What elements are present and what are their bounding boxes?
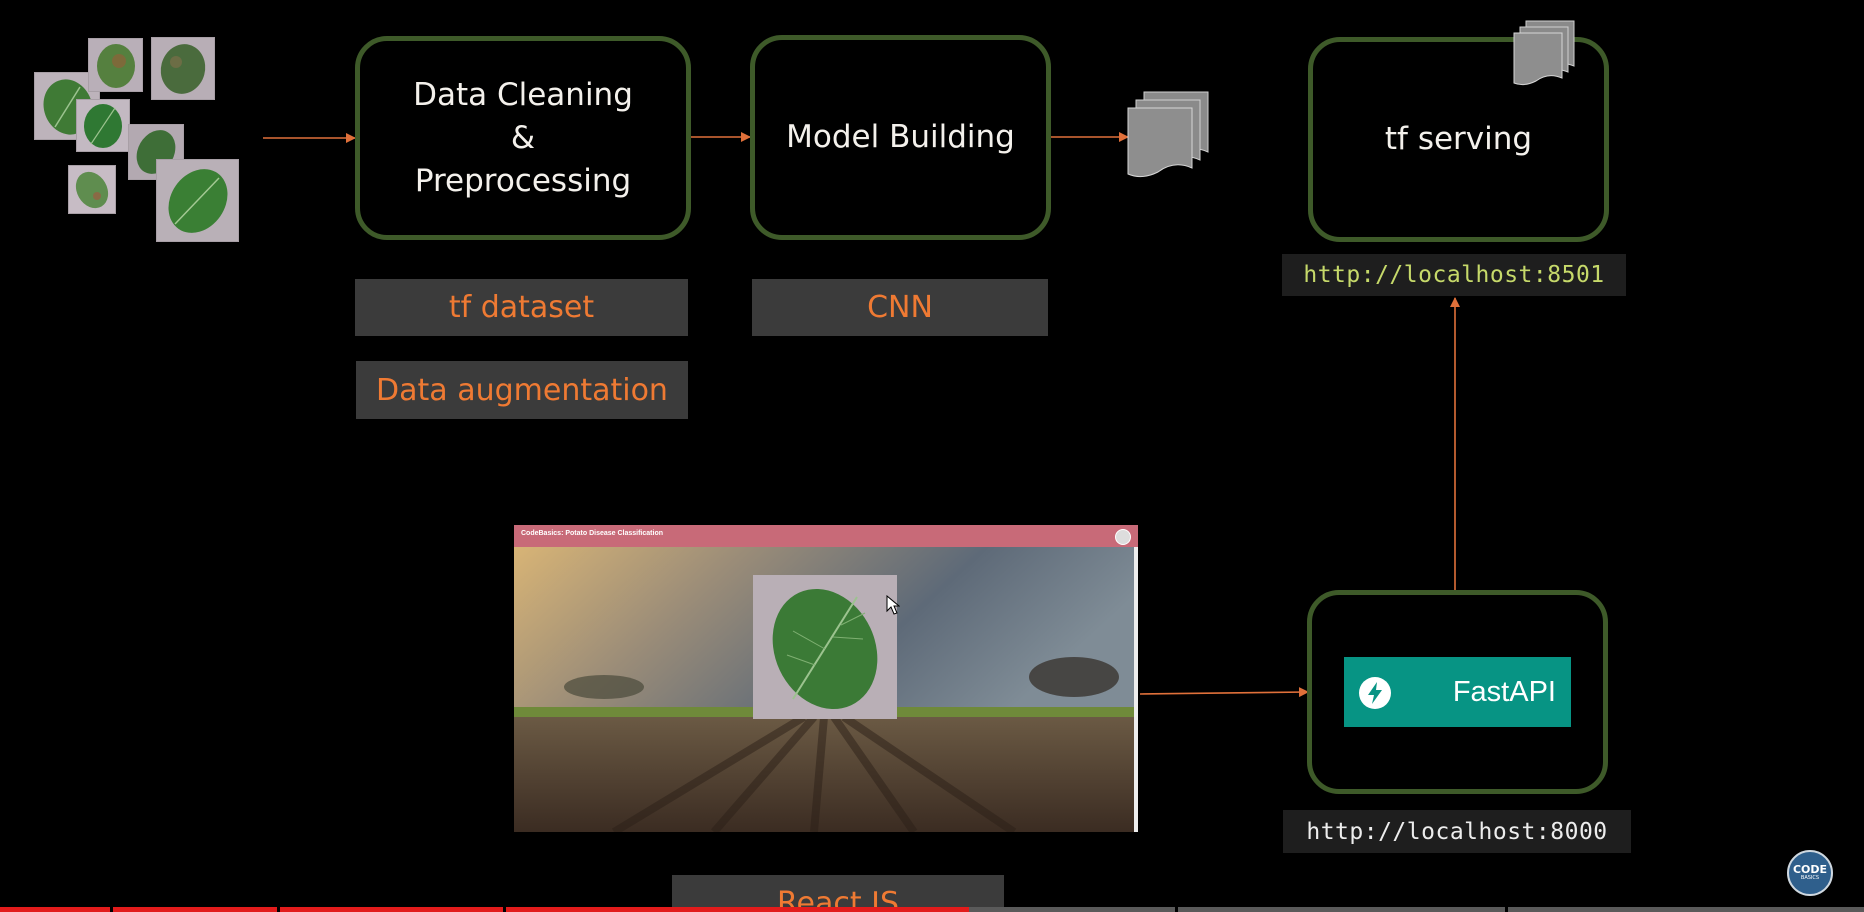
- data-cleaning-label: Data Cleaning & Preprocessing: [413, 76, 633, 199]
- app-header-bar: CodeBasics: Potato Disease Classificatio…: [514, 525, 1138, 547]
- leaf-image-2: [88, 38, 143, 92]
- app-logo-icon: [1115, 529, 1131, 545]
- app-title: CodeBasics: Potato Disease Classificatio…: [521, 530, 663, 537]
- fastapi-url-text: http://localhost:8000: [1306, 818, 1608, 845]
- fastapi-stage: FastAPI: [1307, 590, 1608, 794]
- leaf-image-3: [151, 37, 215, 100]
- tf-dataset-label: tf dataset: [448, 290, 595, 325]
- data-cleaning-stage: Data Cleaning & Preprocessing: [355, 36, 691, 240]
- tf-serving-stage: tf serving: [1308, 37, 1609, 242]
- codebasics-logo: CODE BASICS: [1787, 850, 1833, 896]
- uploaded-leaf-image: [753, 575, 897, 719]
- tf-serving-url-text: http://localhost:8501: [1303, 262, 1605, 288]
- logo-text-top: CODE: [1792, 863, 1828, 876]
- leaf-image-6: [68, 165, 116, 214]
- chapter-divider: [110, 907, 113, 912]
- chapter-divider: [277, 907, 280, 912]
- chapter-divider: [1175, 907, 1178, 912]
- fastapi-url: http://localhost:8000: [1283, 810, 1631, 853]
- logo-text-bottom: BASICS: [1800, 875, 1820, 881]
- tf-serving-label: tf serving: [1384, 121, 1533, 157]
- served-model-file-icon: [1513, 20, 1575, 86]
- fastapi-label: FastAPI: [1452, 676, 1556, 708]
- leaf-image-4: [76, 99, 130, 152]
- data-augmentation-label: Data augmentation: [376, 372, 668, 408]
- cnn-label: CNN: [867, 290, 933, 325]
- chapter-divider: [1505, 907, 1508, 912]
- model-file-icon: [1127, 91, 1209, 178]
- fastapi-badge: FastAPI: [1344, 657, 1571, 727]
- lightning-bolt-icon: [1359, 677, 1391, 709]
- react-app-preview: CodeBasics: Potato Disease Classificatio…: [514, 525, 1138, 832]
- cnn-tag: CNN: [752, 279, 1048, 336]
- react-js-tag: React JS: [672, 875, 1004, 912]
- model-building-label: Model Building: [786, 119, 1015, 155]
- mouse-cursor-icon: [886, 595, 900, 615]
- leaf-image-7: [156, 159, 239, 242]
- model-building-stage: Model Building: [750, 35, 1051, 240]
- tf-serving-url: http://localhost:8501: [1282, 254, 1626, 296]
- chapter-divider: [503, 907, 506, 912]
- tf-dataset-tag: tf dataset: [355, 279, 688, 336]
- data-augmentation-tag: Data augmentation: [356, 361, 688, 419]
- arrow-app-to-fastapi: [1139, 687, 1309, 698]
- video-progress-bar[interactable]: [0, 907, 1864, 912]
- video-progress-played: [0, 907, 970, 912]
